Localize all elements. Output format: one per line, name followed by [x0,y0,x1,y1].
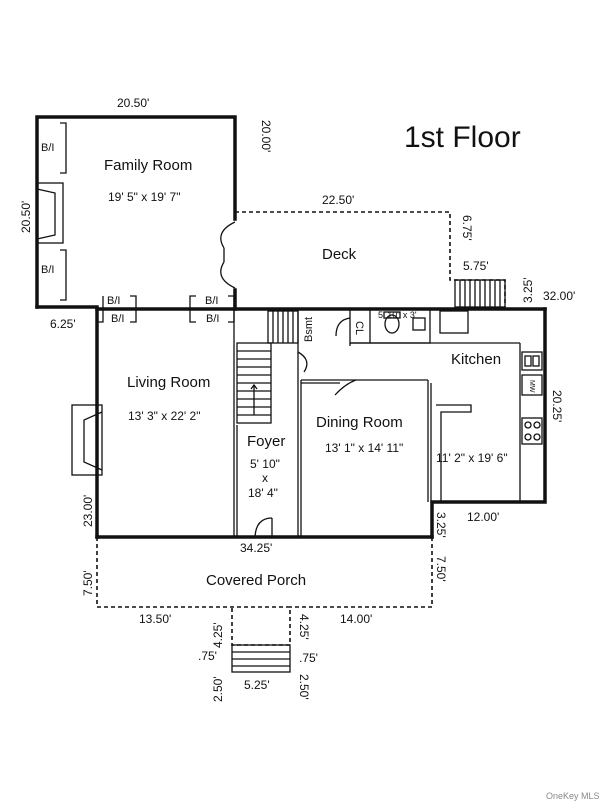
dimension-label: 22.50' [322,193,354,207]
family-room-size: 19' 5" x 19' 7" [108,190,180,204]
dimension-label: 13.50' [139,612,171,626]
dimension-label: 4.25' [211,622,225,648]
dimension-label: 32.00' [543,289,575,303]
dimension-label: 5.25' [244,678,270,692]
dimension-label: 4.25' [297,614,311,640]
dimension-label: 6.75' [460,215,474,241]
foyer-size-b: 18' 4" [248,486,278,500]
floor-title: 1st Floor [404,121,521,154]
family-room-label: Family Room [104,157,192,174]
built-in-label: B/I [205,295,218,307]
kitchen-size: 11' 2" x 19' 6" [436,451,508,465]
dimension-label: 3.25' [434,512,448,538]
foyer-size-a: 5' 10" [250,457,280,471]
dimension-label: .75' [198,649,217,663]
living-room-label: Living Room [127,374,210,391]
microwave-label: MW [528,380,535,393]
dimension-label: 7.50' [81,570,95,596]
dimension-label: 14.00' [340,612,372,626]
dining-room-size: 13' 1" x 14' 11" [325,441,403,455]
powder-room-size: 5' 10" x 3' [378,310,417,320]
dimension-label: 6.25' [50,317,76,331]
dimension-label: 12.00' [467,510,499,524]
built-in-label: B/I [107,295,120,307]
built-in-label: B/I [206,313,219,325]
dimension-label: 20.00' [259,120,273,152]
porch-outline [96,537,433,673]
dimension-label: 5.75' [463,259,489,273]
dining-room-label: Dining Room [316,414,403,431]
covered-porch-label: Covered Porch [206,572,306,589]
family-room-deck-door [220,221,236,289]
foyer-size-x: x [262,471,268,485]
living-room-size: 13' 3" x 22' 2" [128,409,200,423]
credit-watermark: OneKey MLS [546,791,600,801]
dimension-label: 20.50' [117,96,149,110]
main-house-walls [95,307,547,539]
dimension-label: 3.25' [521,277,535,303]
foyer-label: Foyer [247,433,285,450]
dimension-label: 20.50' [19,201,33,233]
dimension-label: 7.50' [434,556,448,582]
dimension-label: 20.25' [550,390,564,422]
dimension-label: .75' [299,651,318,665]
dimension-label: 2.50' [297,674,311,700]
basement-label: Bsmt [303,317,315,342]
closet-label: CL [353,321,365,335]
dimension-label: 23.00' [81,495,95,527]
built-in-label: B/I [41,264,54,276]
kitchen-label: Kitchen [451,351,501,368]
dimension-label: 2.50' [211,676,225,702]
deck-outline [235,211,506,308]
family-room-walls [35,115,237,311]
built-in-label: B/I [111,313,124,325]
deck-label: Deck [322,246,357,263]
built-in-label: B/I [41,142,54,154]
dimension-label: 34.25' [240,541,272,555]
interior-walls [71,295,543,538]
